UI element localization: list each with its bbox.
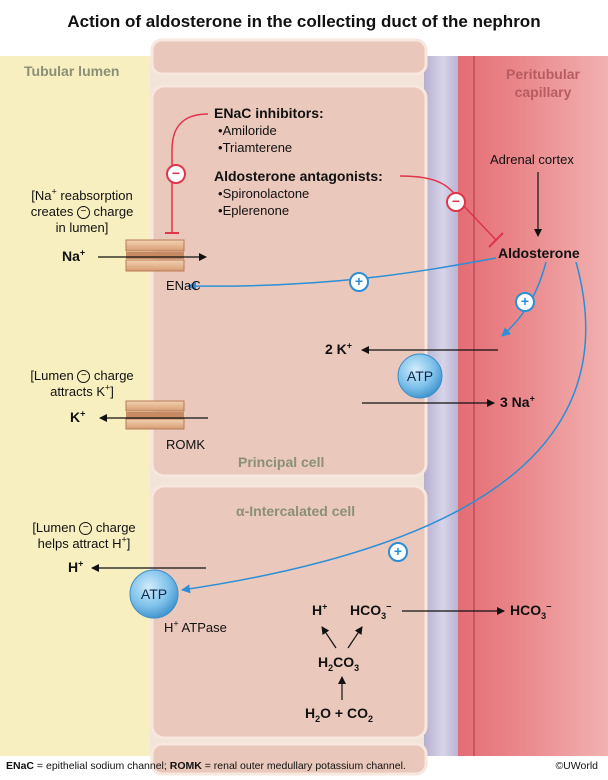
capillary-label-line1: Peritubular bbox=[506, 66, 580, 82]
minus-symbol: − bbox=[77, 370, 91, 384]
hco3-ion-capillary: HCO3− bbox=[510, 601, 552, 621]
aldo-antagonist-minus-sign: − bbox=[446, 192, 466, 212]
enac-inhibitor-item: Triamterene bbox=[218, 139, 293, 156]
two-k-ion: 2 K+ bbox=[325, 340, 353, 357]
enac-inhibitor-item: Amiloride bbox=[218, 122, 292, 139]
enac-minus-sign: − bbox=[166, 164, 186, 184]
minus-symbol: − bbox=[76, 206, 90, 220]
aldo-antagonist-item: Eplerenone bbox=[218, 202, 309, 219]
aldo-antagonists-heading: Aldosterone antagonists: bbox=[214, 168, 383, 184]
atp-label-principal: ATP bbox=[406, 368, 434, 384]
aldosterone-label: Aldosterone bbox=[498, 245, 580, 261]
adrenal-cortex-label: Adrenal cortex bbox=[490, 152, 574, 167]
intercalated-cell-label: α-Intercalated cell bbox=[236, 503, 356, 519]
k-note: [Lumen − charge attracts K+] bbox=[30, 368, 134, 399]
aldo-antagonist-item: Spironolactone bbox=[218, 185, 310, 202]
copyright-notice: ©UWorld bbox=[555, 760, 598, 772]
atp-label-intercalated: ATP bbox=[140, 586, 168, 602]
three-na-ion: 3 Na+ bbox=[500, 393, 535, 410]
na-note: [Na+ reabsorption creates − charge in lu… bbox=[30, 186, 134, 235]
k-ion-lumen: K+ bbox=[70, 408, 86, 425]
h-atpase-plus-sign: + bbox=[388, 542, 408, 562]
h-note: [Lumen − charge helps attract H+] bbox=[32, 520, 136, 551]
aldo-antagonists-list: Spironolactone Eplerenone bbox=[218, 185, 310, 219]
atpase-plus-sign: + bbox=[515, 292, 535, 312]
h-ion-cell: H+ bbox=[312, 601, 328, 618]
interstitium bbox=[424, 56, 462, 756]
na-ion-lumen: Na+ bbox=[62, 247, 86, 264]
hco3-ion-cell: HCO3− bbox=[350, 601, 392, 621]
enac-label: ENaC bbox=[166, 278, 201, 293]
minus-symbol: − bbox=[79, 522, 93, 536]
atp-pump-intercalated bbox=[129, 569, 179, 619]
upper-cell-fragment bbox=[150, 38, 428, 76]
h2co3-label: H2CO3 bbox=[318, 654, 360, 673]
atp-pump-principal bbox=[397, 353, 443, 399]
h-ion-lumen: H+ bbox=[68, 558, 84, 575]
enac-inhibition-line bbox=[171, 113, 209, 232]
peritubular-capillary bbox=[458, 56, 608, 756]
diagram-title: Action of aldosterone in the collecting … bbox=[67, 12, 541, 31]
lower-cell-fragment bbox=[150, 742, 428, 776]
abbreviation-footer: ENaC = epithelial sodium channel; ROMK =… bbox=[6, 760, 406, 772]
h2co3-to-h-arrow bbox=[321, 626, 337, 649]
enac-plus-sign: + bbox=[349, 272, 369, 292]
romk-channel bbox=[125, 400, 185, 430]
water-co2-label: H2O + CO2 bbox=[305, 705, 374, 724]
enac-channel bbox=[125, 239, 185, 272]
principal-cell-label: Principal cell bbox=[238, 454, 325, 470]
h-atpase-label: H+ ATPase bbox=[164, 618, 227, 635]
capillary-label-line2: capillary bbox=[514, 84, 572, 100]
principal-cell-body bbox=[150, 84, 428, 478]
enac-inhibitors-list: Amiloride Triamterene bbox=[218, 122, 293, 156]
aldo-to-h-atpase-line bbox=[181, 261, 587, 594]
tubular-lumen-label: Tubular lumen bbox=[24, 63, 120, 79]
h2co3-to-hco3-arrow bbox=[347, 626, 363, 649]
romk-label: ROMK bbox=[166, 437, 205, 452]
enac-inhibitors-heading: ENaC inhibitors: bbox=[214, 105, 324, 121]
